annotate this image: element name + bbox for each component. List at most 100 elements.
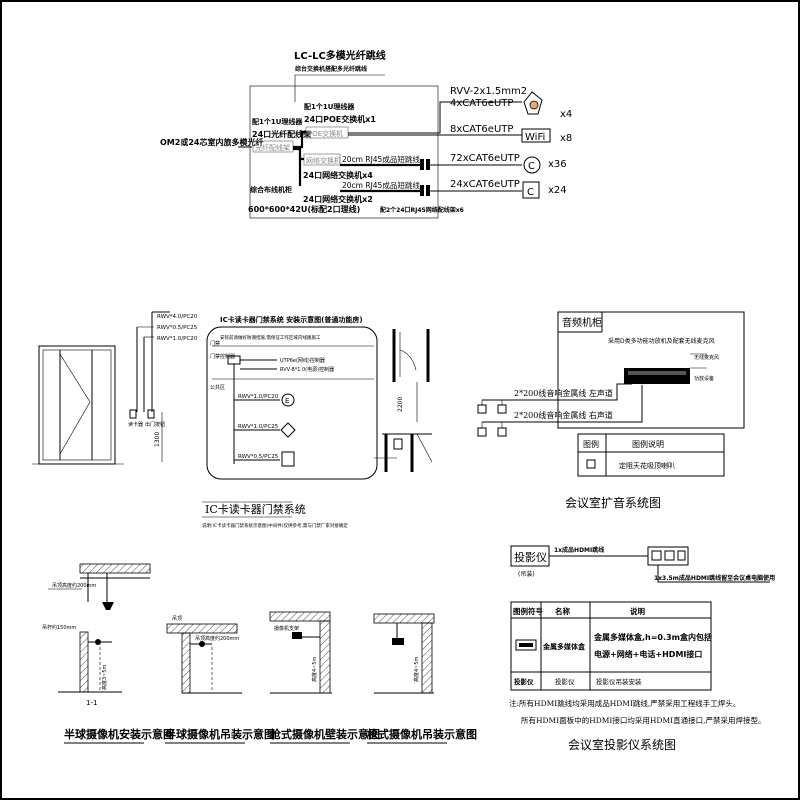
dim-150: 吊杆约150mm [42, 624, 76, 631]
reader-diamond-icon [280, 422, 296, 438]
media-box [647, 546, 689, 566]
patch-1u-a: 配1个1U理线器 [252, 117, 303, 126]
camera-mount-details: 吊顶高度约200mm 吊杆约150mm 高度3~5m 1-1 吊顶 吊顶高度约2… [42, 563, 477, 744]
table-header-2: 名称 [555, 606, 570, 616]
fiber-box-text: 光纤配线架 [255, 143, 290, 152]
poe-switch-label: 24口POE交换机x1 [304, 114, 376, 124]
sub-exit: 出门按钮 [145, 421, 165, 428]
sub-public: 公共区 [210, 384, 225, 391]
net-switch-box-text: 网络交换机 [306, 156, 341, 165]
lock-section-icon [393, 438, 403, 450]
speaker-icon-1 [477, 404, 487, 414]
patch-panel-b [426, 159, 430, 170]
camera-caption-4: 枪式摄像机吊装示意图 [367, 727, 477, 741]
projector-note-2: 所有HDMI面板中的HDMI接口均采用HDMI直通接口,严禁采用焊接型。 [521, 715, 765, 725]
sub-door: 门禁 [210, 340, 220, 347]
card-reader-icon [129, 409, 137, 419]
dim-4-5-a: 高度4~5m [311, 656, 318, 682]
camera-dome-icon [523, 91, 543, 115]
height-2200: 2200 [397, 397, 404, 412]
door-frame [38, 345, 116, 465]
phone-outlet-icon [522, 181, 540, 199]
fiber-network-diagram: LC-LC多模光纤跳线 综台交换机搭配多光纤跳线 OM2或24芯室内旅多模光纤 … [160, 49, 572, 219]
audio-legend-table [577, 433, 725, 477]
ceiling-note: 吊顶 [172, 616, 182, 622]
qty-24: x24 [548, 185, 567, 196]
speaker-icon-3 [477, 427, 487, 437]
table-header-1: 图例符号 [513, 606, 543, 616]
mount-note: 摄像机支架 [274, 625, 299, 632]
net-switch-x2: 24口网络交换机x2 [303, 194, 373, 204]
panel-note-1: 安装前请做好防潮措施,需保证工作区域内线路施工 [220, 334, 321, 341]
amplifier-unit [624, 368, 690, 384]
camera-caption-2: 半球摄像机吊装示意图 [165, 727, 275, 741]
patch-panel-a [420, 159, 424, 170]
patch-panel-d [426, 185, 430, 196]
rj45-jumper-b: 20cm RJ45成品短跳线 [342, 180, 420, 190]
om2-fiber-label: OM2或24芯室内旅多模光纤 [160, 137, 263, 147]
lc-jumper-sub: 综台交换机搭配多光纤跳线 [295, 65, 367, 73]
amp-label-1: 无线麦克风 [694, 354, 719, 361]
rack-outline [249, 85, 439, 219]
qty-8: x8 [560, 133, 572, 144]
speaker-line-left: 2*200线音响金属线 左声道 [514, 388, 613, 398]
install-panel [206, 326, 378, 480]
network-outlet-icon [523, 156, 541, 174]
panel-note-2: 门禁控制器 [210, 353, 235, 360]
dim-3-5: 高度3~5m [101, 664, 108, 690]
row1-desc-1: 金属多媒体盒,h=0.3m盒内包括 [593, 632, 712, 642]
legend-rvv: RVV-8*1.0(电源)控制器 [280, 366, 334, 373]
cable-b: RWV*1.0/PC25 [238, 424, 279, 430]
projector-table [510, 601, 712, 691]
exit-button-symbol [281, 393, 295, 407]
hdmi-1-label: 1x成品HDMI跳线 [554, 546, 604, 554]
door-cable-3: RWV*1.0/PC20 [157, 336, 198, 342]
speaker-icon-2 [497, 404, 507, 414]
patch-1u-b: 配1个1U理线器 [304, 102, 355, 111]
cable-c: RWV*0.5/PC25 [238, 454, 279, 460]
net-switch-x4: 24口网络交换机x4 [303, 170, 373, 180]
rvv-label: RVV-2x1.5mm2 [450, 86, 527, 97]
audio-caption: 会议室扩音系统图 [565, 495, 661, 510]
access-small-note: 说明:IC卡读卡器门禁系统示意图(中间件)仅供参考,需与门禁厂家对接确定 [202, 522, 348, 529]
amp-note: 采用D类多功能功放机及配套无线麦克风 [608, 337, 715, 345]
cat6-8-label: 8xCAT6eUTP [450, 124, 513, 135]
wifi-label: WiFi [525, 132, 545, 143]
amp-label-2: 功放设备 [694, 375, 714, 382]
cable-a: RWV*1.0/PC20 [238, 394, 279, 400]
audio-cabinet-title: 音频机柜 [562, 316, 602, 329]
poe-box-text: POE交换机 [308, 129, 343, 138]
qty-4: x4 [560, 109, 572, 120]
row2-name: 投影仪 [555, 677, 575, 686]
legend-symbol-header: 图例 [583, 439, 599, 449]
camera-caption-3: 枪式摄像机壁装示意图 [270, 727, 380, 741]
exit-button-icon [147, 409, 155, 419]
projector-note-1: 注:所有HDMI跳线均采用成品HDMI跳线,严禁采用工程线手工焊头。 [509, 698, 740, 708]
cat6-4-label: 4xCAT6eUTP [450, 98, 513, 109]
audio-system-diagram: 音频机柜 采用D类多功能功放机及配套无线麦克风 无线麦克风 功放设备 2*200… [477, 311, 745, 510]
dim-200-1: 吊顶高度约200mm [52, 582, 96, 589]
panel-title: IC卡读卡器门禁系统 安装示意图(普通功能房) [220, 315, 363, 324]
projector-caption: 会议室投影仪系统图 [568, 737, 676, 752]
patch-panel-c [420, 185, 424, 196]
legend-desc: 定阻天花吸顶喇叭 [619, 461, 675, 470]
dim-200-2: 吊顶高度约200mm [195, 635, 239, 642]
projector-system-diagram: 投影仪 (吊装) 1x成品HDMI跳线 1x3.5m成品HDMI跳线留至会议桌电… [509, 545, 775, 752]
section-label: 1-1 [86, 699, 97, 707]
speaker-line-right: 2*200线音响金属线 右声道 [514, 410, 613, 420]
door-cable-1: RWV*4.0/PC20 [157, 314, 198, 320]
legend-desc-header: 图例说明 [632, 439, 664, 449]
wifi-ap-icon [521, 128, 551, 143]
outlet-c2: C [527, 187, 534, 198]
cat6-72-label: 72xCAT6eUTP [450, 153, 520, 164]
door-cable-2: RWV*0.5/PC25 [157, 325, 198, 331]
row2-desc: 投影仪吊装安装 [596, 677, 642, 686]
legend-utp: UTP6e(网线)控制器 [280, 357, 325, 364]
lc-jumper-label: LC-LC多模光纤跳线 [294, 49, 386, 62]
access-caption: IC卡读卡器门禁系统 [205, 502, 306, 516]
rack-label: 综合布线机柜 [250, 185, 292, 194]
lock-icon [281, 451, 295, 467]
height-1300: 1300 [154, 432, 161, 447]
camera-caption-1: 半球摄像机安装示意图 [64, 727, 174, 741]
